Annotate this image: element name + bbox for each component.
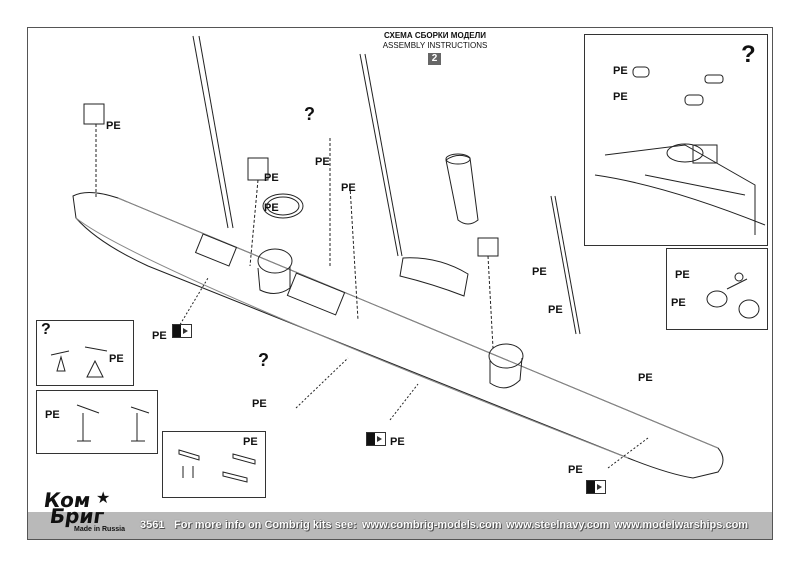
- inset-light-guns: ? PE: [36, 320, 134, 386]
- star-icon: ★: [96, 490, 111, 507]
- pe-label-bow-grating: PE: [106, 120, 121, 132]
- deckhouse-forward: [194, 233, 238, 267]
- step-number-badge: 2: [428, 53, 441, 65]
- pe-label-stern-flag: PE: [568, 464, 583, 476]
- footer-link-combrig[interactable]: www.combrig-models.com: [362, 519, 502, 531]
- inset-fittings: PE: [162, 431, 266, 498]
- question-mark-midship: ?: [258, 350, 269, 370]
- reverse-side-flag-icon: [172, 324, 192, 338]
- pe-label-searchlight: PE: [341, 182, 356, 194]
- aft-turret: [488, 343, 524, 369]
- sheet-title: СХЕМА СБОРКИ МОДЕЛИ ASSEMBLY INSTRUCTION…: [373, 31, 497, 51]
- title-english: ASSEMBLY INSTRUCTIONS: [382, 41, 488, 50]
- pe-label-aft-fitting: PE: [532, 266, 547, 278]
- reverse-side-flag-icon: [366, 432, 386, 446]
- funnel: [445, 154, 479, 225]
- footer-bar: 3561 For more info on Combrig kits see: …: [28, 512, 772, 539]
- pe-label-ring: PE: [264, 202, 279, 214]
- pe-label-gun-2: PE: [671, 297, 686, 309]
- inset-mounts: PE: [36, 390, 158, 454]
- fittings-drawing: [178, 449, 256, 483]
- gun-inset-drawing: [706, 272, 760, 319]
- bridge-inset-drawing: [594, 66, 766, 235]
- pe-label-fittings: PE: [243, 436, 258, 448]
- inset-bridge-detail: ? PE PE: [584, 34, 768, 246]
- pe-label-mount: PE: [45, 409, 60, 421]
- question-mark-inset: ?: [741, 41, 756, 68]
- aftmast: [550, 195, 577, 335]
- reverse-side-flag-icon: [586, 480, 606, 494]
- mounts-drawing: [76, 404, 150, 442]
- pe-label-light-gun: PE: [109, 353, 124, 365]
- made-in-russia: Made in Russia: [74, 526, 125, 533]
- title-russian: СХЕМА СБОРКИ МОДЕЛИ: [384, 31, 486, 40]
- deckhouse-mid: [286, 272, 346, 316]
- instruction-sheet: СХЕМА СБОРКИ МОДЕЛИ ASSEMBLY INSTRUCTION…: [27, 27, 773, 540]
- gun-shield-part: [399, 257, 469, 297]
- footer-link-modelwarships[interactable]: www.modelwarships.com: [614, 519, 749, 531]
- pe-label-stern-davit: PE: [638, 372, 653, 384]
- pe-label-bridge-grating: PE: [264, 172, 279, 184]
- foremast: [192, 35, 229, 229]
- ring-part: [262, 193, 304, 219]
- pe-label-gun-1: PE: [675, 269, 690, 281]
- bridge-base: [257, 248, 293, 274]
- pe-label-midship-platform: PE: [252, 398, 267, 410]
- pe-label-forward-flag: PE: [152, 330, 167, 342]
- light-guns-drawing: [50, 346, 108, 378]
- question-mark-gun: ?: [304, 104, 315, 124]
- hull-outline: [72, 192, 724, 479]
- pe-label-aft-shield: PE: [548, 304, 563, 316]
- mainmast: [359, 53, 399, 257]
- pe-label-inset-1: PE: [613, 65, 628, 77]
- question-mark-light-guns: ?: [41, 321, 51, 338]
- inset-gun-detail: PE PE: [666, 248, 768, 330]
- combrig-logo: Ком Бриг ★ Made in Russia: [38, 488, 128, 538]
- pe-label-ladder: PE: [390, 436, 405, 448]
- pe-label-gun-mount: PE: [315, 156, 330, 168]
- pe-grating-1: [83, 103, 105, 125]
- kit-code: 3561: [140, 519, 165, 531]
- footer-info-text: For more info on Combrig kits see:: [174, 519, 357, 531]
- pe-label-inset-2: PE: [613, 91, 628, 103]
- footer-link-steelnavy[interactable]: www.steelnavy.com: [506, 519, 610, 531]
- hull-assembly-drawing: [72, 35, 724, 479]
